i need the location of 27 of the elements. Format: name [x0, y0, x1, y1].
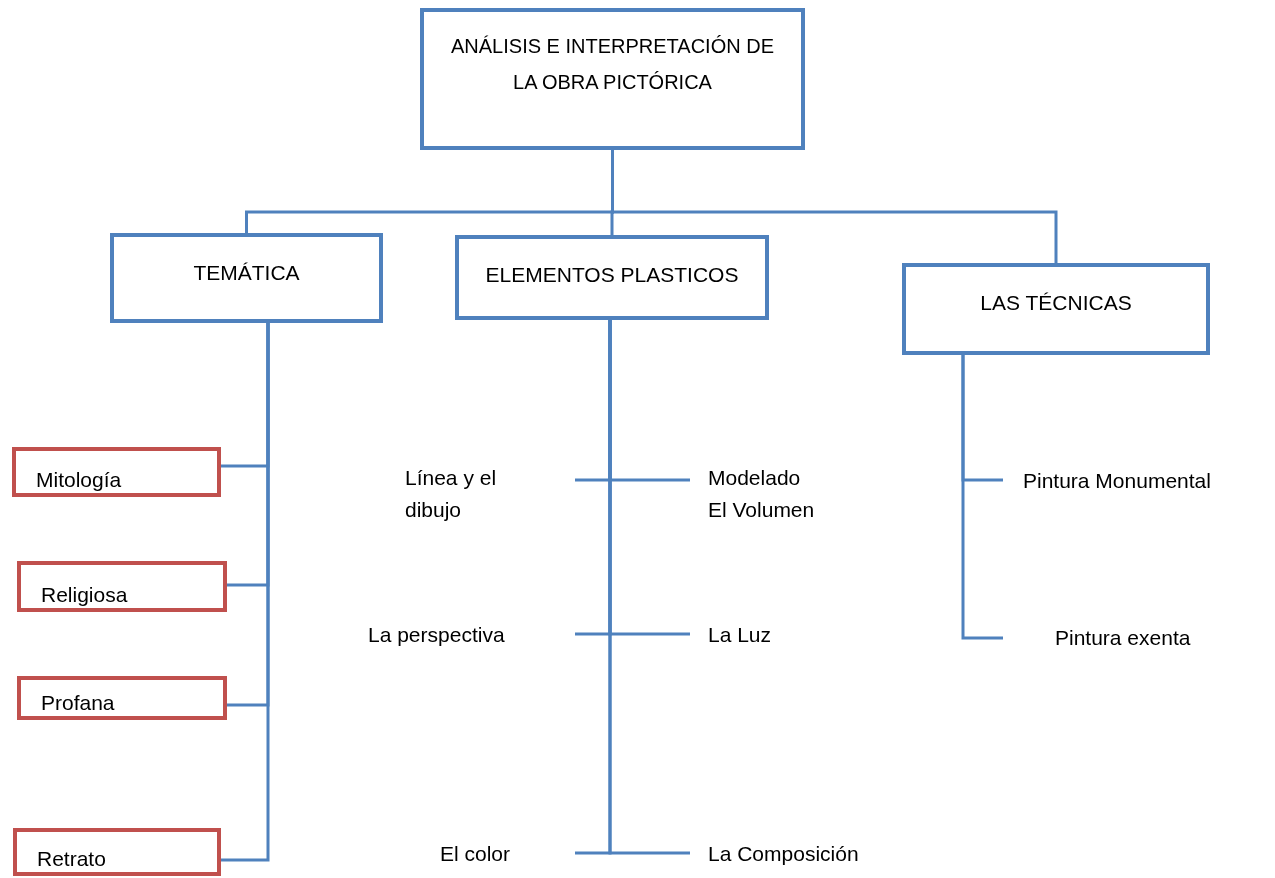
node-label: Pintura Monumental — [1023, 468, 1211, 494]
node-label: TEMÁTICA — [193, 260, 300, 286]
node-label: Profana — [41, 690, 115, 716]
node-label: Modelado — [708, 465, 801, 491]
node-label: LAS TÉCNICAS — [980, 290, 1132, 316]
node-label: Mitología — [36, 467, 122, 493]
node-label: La Composición — [708, 841, 859, 867]
category-box — [110, 233, 383, 323]
category-box — [455, 235, 769, 320]
node-label: El Volumen — [708, 497, 815, 523]
topic-box — [17, 676, 227, 720]
node-label: Religiosa — [41, 582, 128, 608]
connector-line — [221, 323, 270, 862]
topic-box — [17, 561, 227, 612]
node-label: La Luz — [708, 622, 772, 648]
topic-box — [12, 447, 221, 497]
node-label: El color — [440, 841, 511, 867]
node-label: ANÁLISIS E INTERPRETACIÓN DE LA OBRA PICTÓRICA — [450, 34, 775, 95]
node-label: Pintura exenta — [1055, 625, 1191, 651]
node-label: Línea y el dibujo — [405, 465, 498, 523]
title-box — [420, 8, 805, 150]
connector-line — [961, 355, 1003, 640]
topic-box — [13, 828, 221, 876]
node-label: ELEMENTOS PLASTICOS — [485, 262, 739, 288]
node-label: La perspectiva — [368, 622, 505, 648]
node-label: Retrato — [37, 846, 106, 872]
category-box — [902, 263, 1210, 355]
